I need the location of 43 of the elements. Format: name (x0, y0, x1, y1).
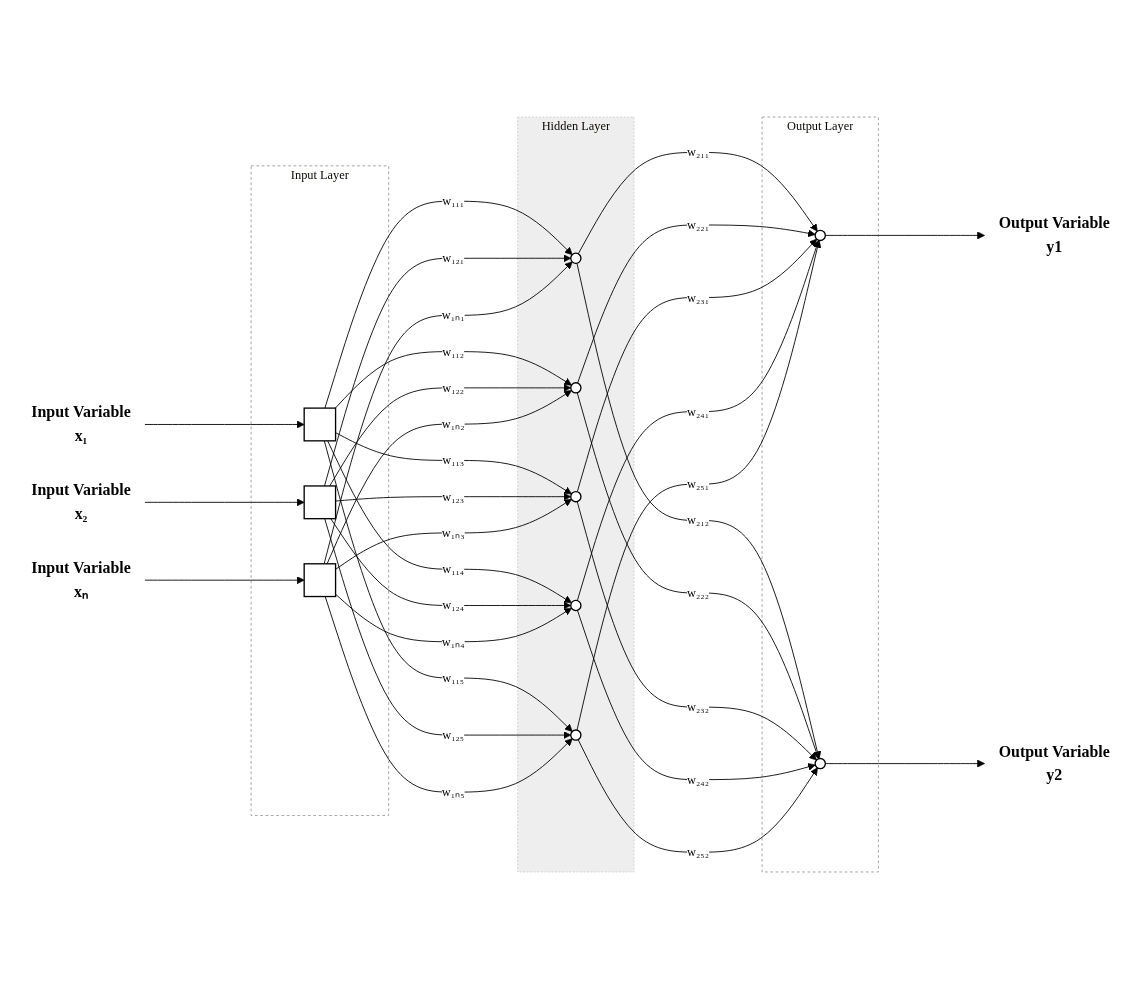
node-circle (570, 382, 582, 394)
edge-label: w₁₁₁ (442, 194, 465, 208)
node-box (303, 485, 337, 520)
edge-label: w₁ₙ₁ (441, 308, 465, 322)
node-circle (814, 757, 826, 770)
edge-label: w₁₁₃ (442, 453, 465, 468)
cluster: Output Layer (761, 116, 879, 873)
node-circle (814, 229, 826, 242)
edge-label: w₂₄₁ (687, 404, 709, 419)
node-circle (570, 599, 582, 612)
edge-label: w₁₂₁ (442, 251, 465, 265)
edge-label: w₁₂₄ (442, 598, 465, 613)
edge-label: w₂₂₂ (687, 586, 709, 600)
node-circle (570, 490, 582, 503)
edge-label: w₂₅₂ (687, 845, 709, 859)
edge-label: w₁₁₂ (442, 344, 465, 359)
node-text: Input Variable x₂ (31, 481, 131, 523)
cluster: Input Layer (250, 165, 390, 816)
edge-label: w₂₃₂ (687, 700, 709, 714)
edge-label: w₂₅₁ (687, 477, 709, 491)
edge-label: w₁₁₅ (442, 671, 465, 685)
edge-label: w₁₂₃ (442, 490, 465, 504)
edge-label: w₁₂₅ (442, 728, 465, 742)
edge-label: w₂₁₁ (687, 145, 709, 160)
edge-label: w₁ₙ₃ (441, 526, 465, 540)
edge-label: w₁ₙ₂ (441, 417, 465, 431)
node-text: Output Variable y2 (998, 742, 1110, 784)
edge-label: w₂₄₂ (687, 772, 709, 787)
edge-label: w₂₁₂ (687, 513, 709, 528)
node-text: Input Variable xₙ (31, 558, 131, 601)
edge-label: w₁₂₂ (442, 381, 465, 395)
node-text: Output Variable y1 (998, 214, 1110, 256)
edge-label: w₁₁₄ (442, 562, 465, 576)
node-circle (570, 729, 582, 741)
node-circle (570, 252, 582, 264)
edge-label: w₂₂₁ (687, 218, 709, 232)
edge-label: w₁ₙ₅ (441, 785, 465, 799)
node-box (303, 407, 337, 442)
edge-label: w₂₃₁ (687, 290, 709, 305)
edge-label: w₁ₙ₄ (441, 635, 465, 649)
node-box (303, 563, 337, 598)
node-text: Input Variable x₁ (31, 403, 131, 445)
cluster: Hidden Layer (517, 116, 635, 873)
